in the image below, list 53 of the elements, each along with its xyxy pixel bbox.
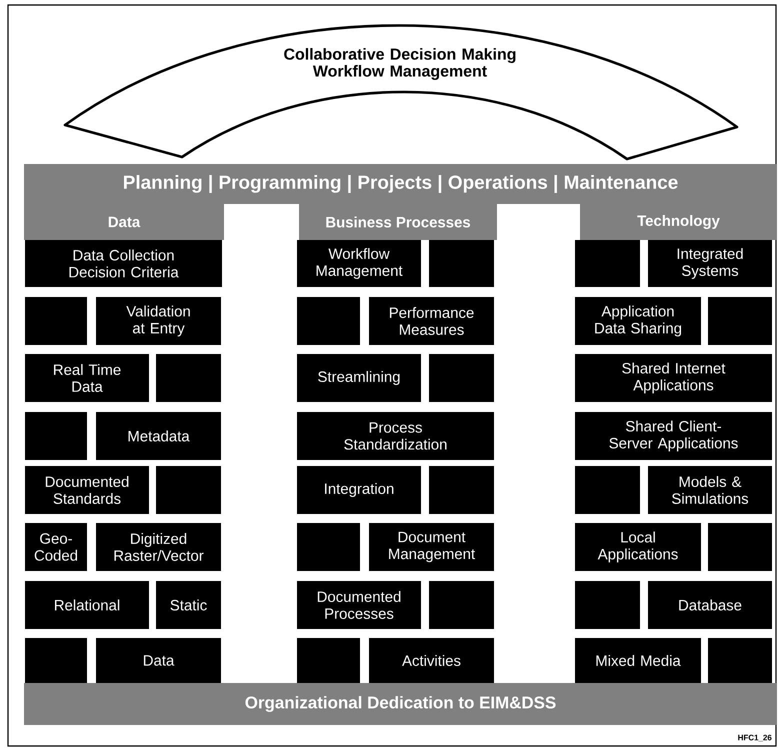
column-header: Data [24,204,224,240]
blank-block [297,523,360,571]
column-header: Technology [580,204,777,240]
text-block: Integrated Systems [648,240,772,287]
text-block: Data [96,638,221,683]
blank-block [297,638,360,683]
blank-block [575,240,640,287]
blank-block [25,412,87,460]
blank-block [575,466,640,514]
blank-block [708,297,772,345]
text-block: Real Time Data [25,354,149,402]
text-block: Process Standardization [297,412,494,460]
text-block: Documented Standards [25,466,149,514]
arch-banner: Collaborative Decision Making Workflow Management [64,24,738,160]
text-block: Geo- Coded [25,523,87,571]
node-label: Technology [637,215,720,229]
text-block: Workflow Management [297,240,421,287]
text-block: Shared Internet Applications [575,354,772,402]
text-block: Local Applications [575,523,701,571]
node-label: Business Processes [326,216,470,228]
blank-block [156,466,221,514]
text-block: Performance Measures [369,297,494,345]
blank-block [297,297,360,345]
blank-block [429,240,494,287]
node-label: Planning | Programming | Projects | Operations | Maintenance [124,175,678,193]
column-header: Business Processes [299,204,497,240]
base-bar: Organizational Dedication to EIM&DSS [24,683,777,725]
text-block: Streamlining [297,354,421,402]
node-label: Data [108,216,140,228]
blank-block [429,354,494,402]
text-block: Static [156,581,221,629]
text-block: Models & Simulations [648,466,772,514]
text-block: Shared Client-Server Applications [575,412,772,460]
text-block: Mixed Media [575,638,701,683]
text-block: Document Management [369,523,494,571]
blank-block [575,581,640,629]
text-block: Validation at Entry [96,297,221,345]
blank-block [429,581,494,629]
text-block: Relational [25,581,149,629]
text-block: Application Data Sharing [575,297,701,345]
text-block: Activities [369,638,494,683]
blank-block [429,466,494,514]
text-block: Database [648,581,772,629]
text-block: Data Collection Decision Criteria [25,240,222,287]
blank-block [25,297,87,345]
blank-block [156,354,221,402]
text-block: Digitized Raster/Vector [96,523,221,571]
text-block: Metadata [96,412,221,460]
blank-block [25,638,87,683]
blank-block [708,638,772,683]
text-block: Integration [297,466,421,514]
text-block: Documented Processes [297,581,421,629]
blank-block [708,523,772,571]
